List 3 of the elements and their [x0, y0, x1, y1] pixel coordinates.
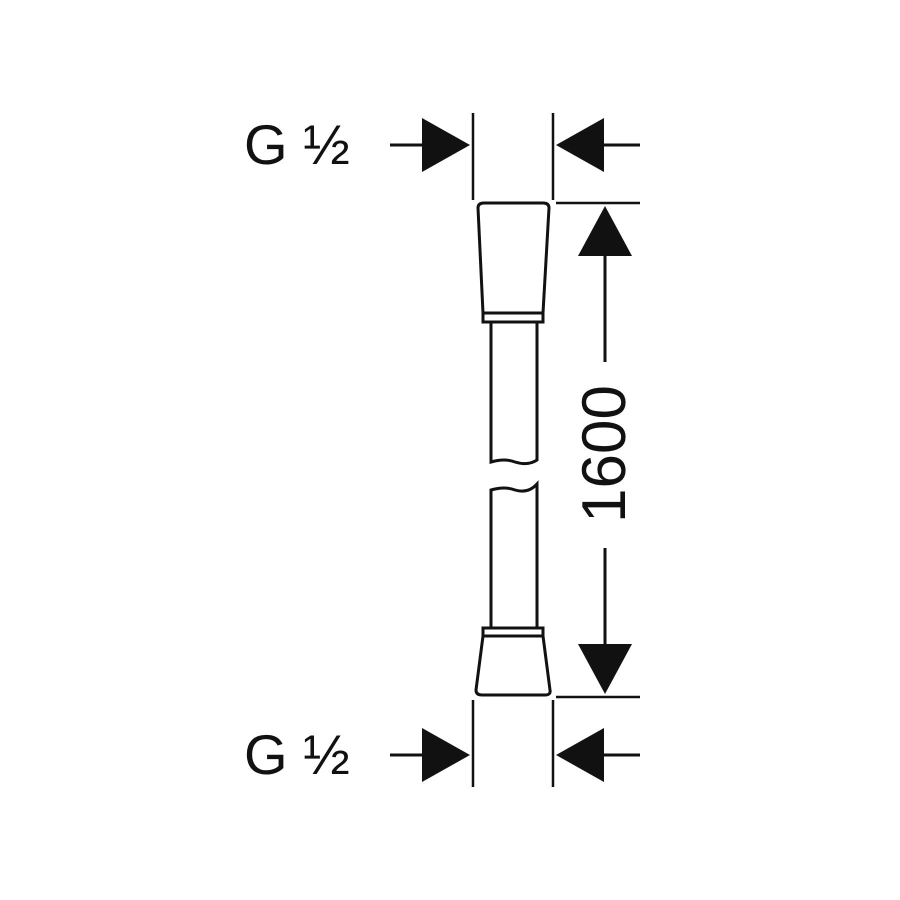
dimension-label: 1600	[574, 385, 636, 523]
thread-size-label: G ½	[244, 727, 350, 783]
thread-size-label: G ½	[244, 117, 350, 173]
